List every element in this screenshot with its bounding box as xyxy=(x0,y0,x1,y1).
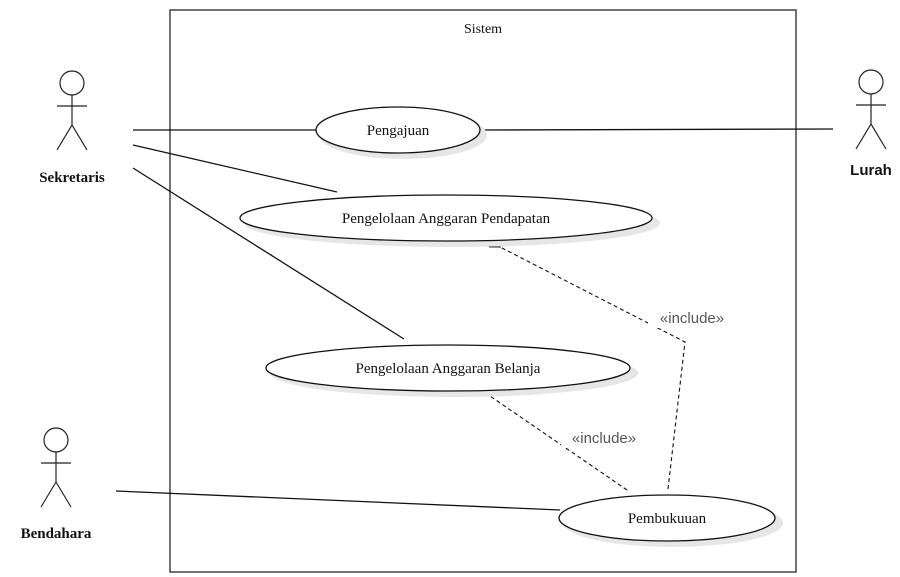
use-case-pembukuan[interactable]: Pembukuuan xyxy=(558,494,783,547)
include-label-1: «include» xyxy=(660,310,724,327)
use-case-anggaran-pendapatan[interactable]: Pengelolaan Anggaran Pendapatan xyxy=(239,194,660,247)
assoc-sekretaris-pendapatan xyxy=(132,144,338,193)
actor-sekretaris-label: Sekretaris xyxy=(39,170,105,186)
stick-figure-icon xyxy=(56,70,88,151)
include-label-2: «include» xyxy=(572,430,636,447)
actor-sekretaris[interactable]: Sekretaris xyxy=(39,70,105,186)
use-case-anggaran-belanja[interactable]: Pengelolaan Anggaran Belanja xyxy=(265,344,638,397)
use-case-pengajuan[interactable]: Pengajuan xyxy=(315,106,487,159)
include-arrow-pendapatan xyxy=(500,247,686,490)
system-title: Sistem xyxy=(464,22,502,37)
actor-bendahara[interactable]: Bendahara xyxy=(21,427,92,542)
stick-figure-icon xyxy=(855,69,887,150)
use-case-pengajuan-label: Pengajuan xyxy=(367,123,430,139)
stick-figure-icon xyxy=(40,427,72,508)
use-case-pembukuan-label: Pembukuuan xyxy=(628,511,707,527)
include-dependencies: «include» «include» xyxy=(490,247,736,491)
use-case-anggaran-pendapatan-label: Pengelolaan Anggaran Pendapatan xyxy=(342,211,551,227)
use-case-anggaran-belanja-label: Pengelolaan Anggaran Belanja xyxy=(356,361,541,377)
include-label-bg-2 xyxy=(561,428,647,448)
assoc-lurah-pengajuan xyxy=(479,128,834,131)
associations xyxy=(115,128,834,511)
include-label-bg-1 xyxy=(648,308,736,328)
system-boundary: Sistem xyxy=(169,9,797,573)
actor-lurah[interactable]: Lurah xyxy=(850,69,892,179)
assoc-sekretaris-belanja xyxy=(132,167,405,340)
actor-bendahara-label: Bendahara xyxy=(21,526,92,542)
assoc-bendahara-pembukuan xyxy=(115,490,561,511)
actor-lurah-label: Lurah xyxy=(850,162,892,179)
